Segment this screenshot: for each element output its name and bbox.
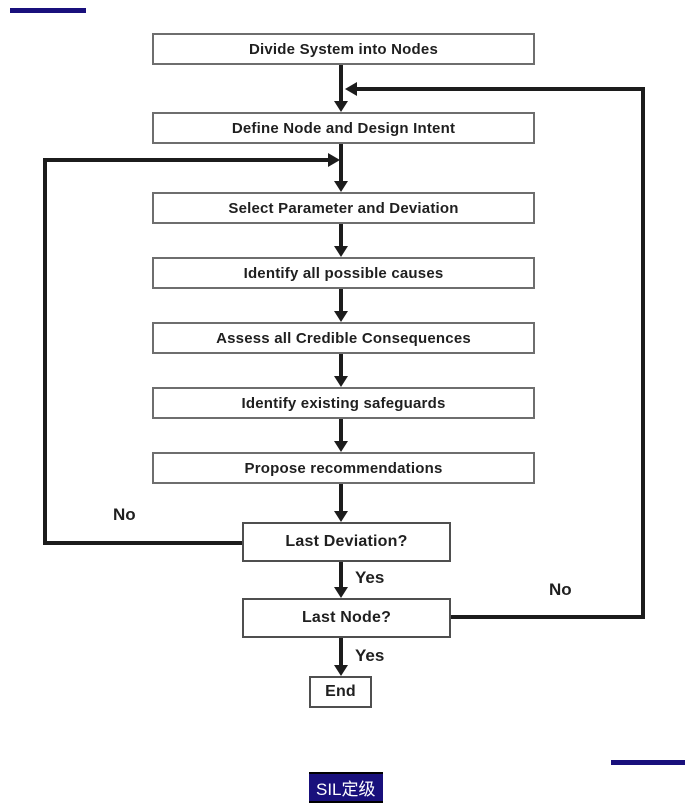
edge-safeguards-propose-arrowhead bbox=[334, 441, 348, 452]
node-define-node-label: Define Node and Design Intent bbox=[231, 119, 456, 137]
node-last-node: Last Node? bbox=[242, 598, 451, 638]
edge-propose-lastdev-arrowhead bbox=[334, 511, 348, 522]
node-assess-consequences-label: Assess all Credible Consequences bbox=[216, 329, 471, 347]
edge-divide-define-arrowhead bbox=[334, 101, 348, 112]
edge-safeguards-propose-line bbox=[339, 419, 343, 442]
edge-select-causes-arrowhead bbox=[334, 246, 348, 257]
edge-no-loop-left-bottom-line bbox=[43, 541, 242, 545]
edge-define-select-line bbox=[339, 144, 343, 182]
edge-lastnode-end-line bbox=[339, 638, 343, 666]
edge-no-loop-left-vertical-line bbox=[43, 158, 47, 545]
edge-label-no-last-node: No bbox=[549, 580, 572, 599]
edge-lastnode-end-arrowhead bbox=[334, 665, 348, 676]
node-propose-recommendations-label: Propose recommendations bbox=[244, 459, 443, 477]
node-select-parameter: Select Parameter and Deviation bbox=[152, 192, 535, 224]
edge-assess-safeguards-line bbox=[339, 354, 343, 377]
node-divide-system: Divide System into Nodes bbox=[152, 33, 535, 65]
node-identify-safeguards-label: Identify existing safeguards bbox=[241, 394, 446, 412]
node-last-deviation: Last Deviation? bbox=[242, 522, 451, 562]
edge-causes-assess-arrowhead bbox=[334, 311, 348, 322]
node-last-node-label: Last Node? bbox=[301, 609, 392, 626]
edge-lastdev-lastnode-line bbox=[339, 562, 343, 588]
node-identify-causes: Identify all possible causes bbox=[152, 257, 535, 289]
edge-no-loop-left-top-line bbox=[43, 158, 328, 162]
node-propose-recommendations: Propose recommendations bbox=[152, 452, 535, 484]
edge-select-causes-line bbox=[339, 224, 343, 247]
edge-divide-define-line bbox=[339, 65, 343, 103]
sil-rating-badge-label: SIL定级 bbox=[316, 780, 376, 799]
node-divide-system-label: Divide System into Nodes bbox=[248, 40, 438, 58]
edge-no-loop-right-arrowhead bbox=[345, 82, 357, 96]
node-assess-consequences: Assess all Credible Consequences bbox=[152, 322, 535, 354]
edge-propose-lastdev-line bbox=[339, 484, 343, 512]
node-identify-safeguards: Identify existing safeguards bbox=[152, 387, 535, 419]
bottom-right-rule bbox=[611, 760, 685, 765]
edge-causes-assess-line bbox=[339, 289, 343, 312]
sil-rating-badge: SIL定级 bbox=[309, 772, 383, 803]
node-last-deviation-label: Last Deviation? bbox=[285, 533, 408, 550]
node-select-parameter-label: Select Parameter and Deviation bbox=[228, 199, 459, 217]
edge-lastdev-lastnode-arrowhead bbox=[334, 587, 348, 598]
edge-label-yes-last-deviation: Yes bbox=[355, 568, 385, 587]
edge-no-loop-right-top-line bbox=[357, 87, 645, 91]
edge-define-select-arrowhead bbox=[334, 181, 348, 192]
node-end: End bbox=[309, 676, 372, 708]
edge-label-yes-last-node: Yes bbox=[355, 646, 385, 665]
edge-label-no-last-deviation: No bbox=[113, 505, 136, 524]
edge-no-loop-right-vertical-line bbox=[641, 87, 645, 619]
node-define-node: Define Node and Design Intent bbox=[152, 112, 535, 144]
edge-no-loop-left-arrowhead bbox=[328, 153, 340, 167]
node-identify-causes-label: Identify all possible causes bbox=[243, 264, 444, 282]
top-left-rule bbox=[10, 8, 86, 13]
edge-no-loop-right-bottom-line bbox=[451, 615, 645, 619]
node-end-label: End bbox=[325, 683, 356, 700]
edge-assess-safeguards-arrowhead bbox=[334, 376, 348, 387]
